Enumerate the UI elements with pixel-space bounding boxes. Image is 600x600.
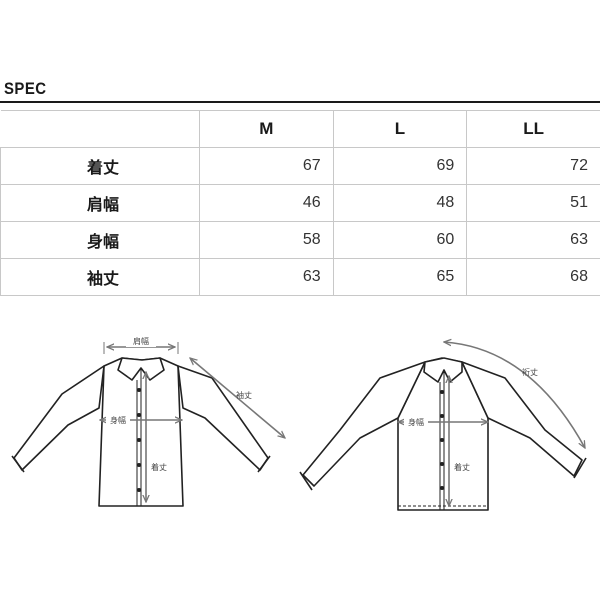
shirt-illustration-standard xyxy=(11,357,271,507)
table-row: 着丈 67 69 72 xyxy=(0,147,600,185)
row-label: 袖丈 xyxy=(0,258,200,296)
table-cell: 65 xyxy=(332,258,467,296)
label-raglan-body-width: 身幅 xyxy=(408,417,424,427)
header-empty-cell xyxy=(0,110,200,148)
table-cell: 63 xyxy=(466,221,600,259)
row-label: 着丈 xyxy=(0,147,200,185)
column-header-m: M xyxy=(199,110,334,148)
title-divider xyxy=(0,101,600,103)
label-raglan-length: 着丈 xyxy=(454,462,470,472)
table-row: 肩幅 46 48 51 xyxy=(0,184,600,222)
label-length: 着丈 xyxy=(151,462,167,472)
label-yuki: 裄丈 xyxy=(522,367,538,377)
table-cell: 48 xyxy=(332,184,467,222)
shirt-diagrams: 肩幅 袖丈 身幅 着丈 裄丈 身幅 着丈 xyxy=(11,335,587,511)
column-header-ll: LL xyxy=(466,110,600,148)
table-cell: 46 xyxy=(199,184,334,222)
label-body-width: 身幅 xyxy=(110,415,126,425)
table-cell: 68 xyxy=(466,258,600,296)
table-row: 身幅 58 60 63 xyxy=(0,221,600,259)
table-cell: 69 xyxy=(332,147,467,185)
row-label: 肩幅 xyxy=(0,184,200,222)
table-cell: 51 xyxy=(466,184,600,222)
table-cell: 58 xyxy=(199,221,334,259)
row-label: 身幅 xyxy=(0,221,200,259)
table-cell: 67 xyxy=(199,147,334,185)
label-shoulder: 肩幅 xyxy=(133,336,149,346)
buttons-standard xyxy=(137,388,141,492)
table-cell: 60 xyxy=(332,221,467,259)
table-row: 袖丈 63 65 68 xyxy=(0,258,600,296)
table-cell: 63 xyxy=(199,258,334,296)
table-header-row: M L LL xyxy=(0,110,600,148)
page-title: SPEC xyxy=(4,79,47,98)
label-sleeve: 袖丈 xyxy=(236,390,252,400)
column-header-l: L xyxy=(332,110,467,148)
table-cell: 72 xyxy=(466,147,600,185)
spec-table: M L LL 着丈 67 69 72 肩幅 46 48 51 身幅 58 60 … xyxy=(0,110,600,296)
